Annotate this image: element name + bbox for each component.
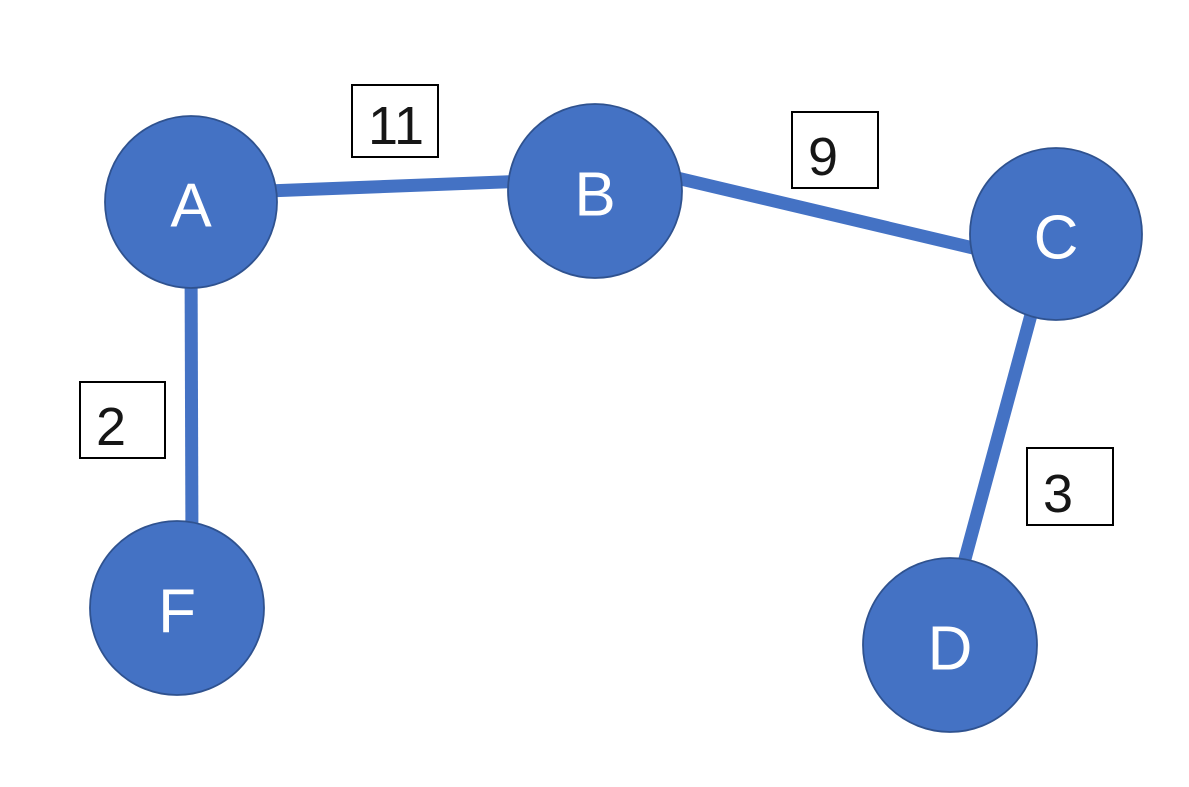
edge-B-C[interactable]: [658, 167, 992, 259]
node-circle-D: [862, 557, 1038, 733]
weight-box-B-C: [791, 111, 879, 189]
node-C[interactable]: C: [969, 147, 1143, 321]
edge-weight-A-F[interactable]: 2: [79, 381, 166, 459]
edge-A-F[interactable]: [184, 249, 199, 556]
node-circle-C: [969, 147, 1143, 321]
node-label-B: B: [574, 161, 615, 230]
edge-weight-B-C[interactable]: 9: [791, 111, 879, 189]
node-circle-B: [507, 103, 683, 279]
node-label-C: C: [1034, 204, 1079, 273]
node-label-D: D: [928, 615, 973, 684]
node-D[interactable]: D: [862, 557, 1038, 733]
node-F[interactable]: F: [89, 520, 265, 696]
weight-value-C-D: 3: [1043, 464, 1073, 524]
weight-value-B-C: 9: [808, 127, 838, 187]
edge-C-D[interactable]: [955, 298, 1042, 572]
node-circle-A: [104, 115, 278, 289]
node-A[interactable]: A: [104, 115, 278, 289]
edge-weight-C-D[interactable]: 3: [1026, 447, 1114, 526]
weight-box-A-B: [351, 84, 439, 158]
weight-box-C-D: [1026, 447, 1114, 526]
node-circle-F: [89, 520, 265, 696]
weight-value-A-F: 2: [96, 397, 126, 457]
node-label-F: F: [158, 578, 196, 647]
node-B[interactable]: B: [507, 103, 683, 279]
edge-weight-A-B[interactable]: 11: [351, 84, 439, 158]
node-label-A: A: [170, 172, 212, 241]
edge-A-B[interactable]: [239, 173, 556, 199]
weight-value-A-B: 11: [368, 96, 424, 156]
weight-box-A-F: [79, 381, 166, 459]
